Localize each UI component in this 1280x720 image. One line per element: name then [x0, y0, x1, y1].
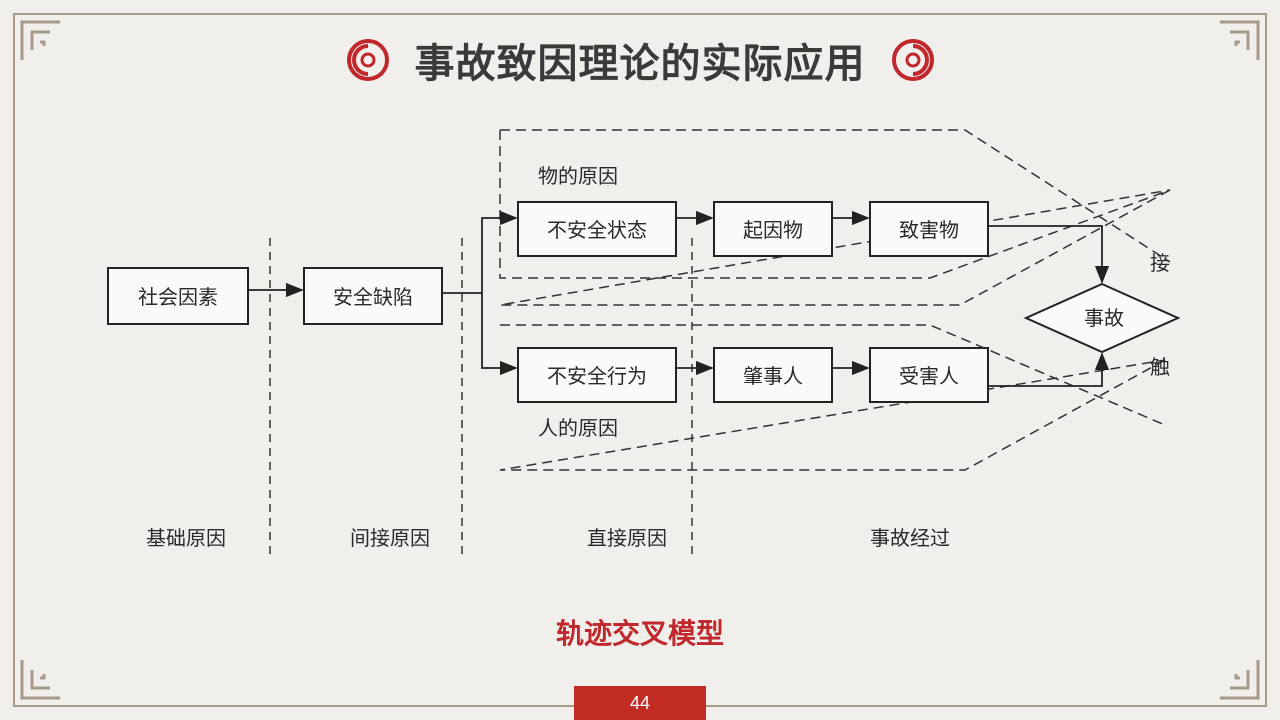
stage-label-process: 事故经过: [870, 526, 950, 550]
node-accident-label: 事故: [1084, 306, 1124, 330]
stage-label-direct: 直接原因: [587, 526, 667, 550]
node-victim-box: [869, 347, 989, 403]
node-origin-object-label: 起因物: [743, 218, 803, 242]
stage-label-indirect: 间接原因: [350, 526, 430, 550]
node-unsafe-state-box: [517, 201, 677, 257]
contact-top-label: 接: [1150, 251, 1170, 275]
node-accident-diamond: [1023, 282, 1181, 354]
diagram-caption: 轨迹交叉模型: [555, 617, 724, 650]
node-unsafe-state-label: 不安全状态: [547, 218, 647, 242]
corner-ornament-bottom-left: [20, 660, 60, 700]
corner-ornament-top-right: [1220, 20, 1260, 60]
node-unsafe-act-label: 不安全行为: [547, 364, 647, 388]
node-perpetrator-label: 肇事人: [743, 364, 803, 388]
contact-bottom-label: 触: [1150, 355, 1170, 379]
cloud-swirl-icon: [346, 39, 389, 81]
node-social-box: [107, 267, 249, 325]
cloud-swirl-icon: [891, 39, 934, 81]
node-harm-object-box: [869, 201, 989, 257]
material-path-envelope-inner: [499, 130, 1171, 279]
arrow-harm-accident: [988, 225, 1110, 284]
human-cause-label: 人的原因: [538, 416, 618, 440]
corner-ornament-top-left: [20, 20, 60, 60]
human-path-envelope: [499, 324, 1166, 471]
page-number: 44: [574, 686, 706, 720]
stage-dividers: [269, 238, 693, 560]
node-defect-box: [303, 267, 443, 325]
node-origin-object-box: [713, 201, 833, 257]
arrow-to-unsafe-state: [481, 210, 518, 293]
stage-label-basic: 基础原因: [146, 526, 226, 550]
corner-ornament-bottom-right: [1220, 660, 1260, 700]
node-social-label: 社会因素: [138, 285, 218, 309]
slide-title: 事故致因理论的实际应用: [414, 41, 866, 87]
node-defect-label: 安全缺陷: [333, 285, 413, 309]
material-cause-label: 物的原因: [538, 164, 618, 188]
node-perpetrator-box: [713, 347, 833, 403]
title-bar: 事故致因理论的实际应用: [0, 30, 1280, 90]
node-unsafe-act-box: [517, 347, 677, 403]
node-harm-object-label: 致害物: [899, 218, 959, 242]
material-path-envelope: [499, 129, 1171, 306]
arrow-to-unsafe-act: [481, 293, 518, 376]
node-victim-label: 受害人: [899, 364, 959, 388]
arrow-victim-accident: [988, 352, 1110, 387]
